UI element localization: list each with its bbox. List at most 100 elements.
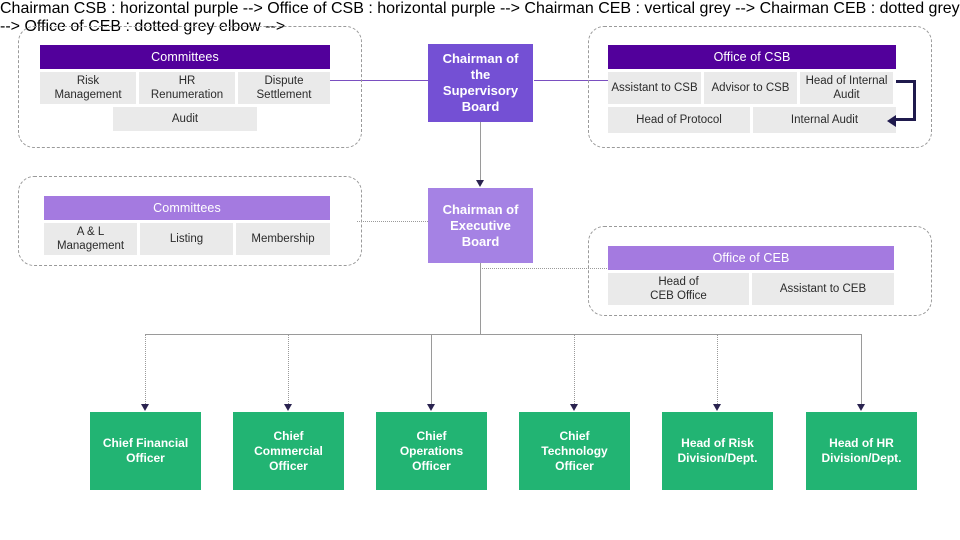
- node-line-3: Board: [461, 233, 500, 249]
- cell-membership[interactable]: Membership: [236, 223, 330, 255]
- node-line-1: Chief: [559, 428, 590, 443]
- cell-line-2: Audit: [833, 89, 860, 101]
- node-line-2: Division/Dept.: [821, 451, 902, 465]
- node-line-3: Supervisory: [442, 83, 519, 98]
- arrow-drop-5: [712, 404, 721, 411]
- supervisory-committees-header: Committees: [40, 45, 330, 69]
- cell-line-1: Head of Internal: [805, 75, 888, 87]
- table-executive-committees: Committees A & L Management Listing Memb…: [44, 196, 330, 255]
- connector-committees-to-chairman-csb: [330, 80, 428, 81]
- connector-drop-6: [861, 334, 862, 406]
- arrow-drop-3: [426, 404, 435, 411]
- executive-committees-row-1: A & L Management Listing Membership: [44, 223, 330, 255]
- node-line-3: Officer: [412, 458, 451, 473]
- executive-committees-header: Committees: [44, 196, 330, 220]
- connector-chairman-ceb-to-office-ceb: [480, 268, 615, 269]
- group-office-of-ceb: [588, 226, 932, 316]
- table-office-of-ceb: Office of CEB Head of CEB Office Assista…: [608, 246, 894, 305]
- supervisory-committees-row-2: Audit: [40, 107, 330, 131]
- cell-line-1: Risk: [76, 75, 100, 87]
- cell-head-of-protocol[interactable]: Head of Protocol: [608, 107, 750, 133]
- table-supervisory-committees: Committees Risk Management HR Renumerati…: [40, 45, 330, 131]
- node-line-1: Chairman of: [442, 51, 519, 66]
- node-chief-technology-officer[interactable]: Chief Technology Officer: [519, 412, 630, 490]
- node-chief-financial-officer[interactable]: Chief Financial Officer: [90, 412, 201, 490]
- cell-line-2: Settlement: [256, 89, 312, 101]
- arrow-internal-audit-hook: [887, 115, 896, 127]
- table-office-of-csb: Office of CSB Assistant to CSB Advisor t…: [608, 45, 896, 133]
- node-line-1: Chief: [416, 428, 447, 443]
- office-of-csb-header: Office of CSB: [608, 45, 896, 69]
- group-office-of-csb: [588, 26, 932, 148]
- cell-line-1: HR: [178, 75, 196, 87]
- office-of-ceb-row-1: Head of CEB Office Assistant to CEB: [608, 273, 894, 305]
- node-line-4: Board: [461, 99, 500, 114]
- cell-advisor-to-csb[interactable]: Advisor to CSB: [704, 72, 797, 104]
- cell-risk-management[interactable]: Risk Management: [40, 72, 136, 104]
- cell-line-2: Management: [54, 89, 122, 101]
- connector-drop-4: [574, 334, 575, 406]
- node-line-2: Executive: [450, 217, 511, 233]
- supervisory-committees-row-1: Risk Management HR Renumeration Dispute …: [40, 72, 330, 104]
- connector-leader-bus: [145, 334, 862, 335]
- node-chairman-of-executive-board[interactable]: Chairman of Executive Board: [428, 188, 533, 263]
- cell-line-1: Listing: [169, 233, 204, 245]
- node-head-of-hr-division[interactable]: Head of HR Division/Dept.: [806, 412, 917, 490]
- cell-line-2: CEB Office: [650, 290, 707, 302]
- arrow-drop-6: [856, 404, 865, 411]
- cell-line-2: Renumeration: [150, 89, 224, 101]
- connector-exec-committees-to-chairman-ceb: [357, 221, 428, 222]
- cell-internal-audit[interactable]: Internal Audit: [753, 107, 896, 133]
- cell-line-1: Audit: [171, 113, 199, 125]
- node-line-1: Chief Financial: [102, 436, 189, 450]
- connector-drop-5: [717, 334, 718, 406]
- node-line-3: Officer: [555, 458, 594, 473]
- node-line-2: Commercial: [254, 443, 323, 458]
- cell-head-of-ceb-office[interactable]: Head of CEB Office: [608, 273, 749, 305]
- cell-line-1: Internal Audit: [790, 114, 859, 126]
- connector-ceb-trunk: [480, 262, 481, 334]
- office-of-csb-row-1: Assistant to CSB Advisor to CSB Head of …: [608, 72, 896, 104]
- arrow-drop-1: [140, 404, 149, 411]
- group-supervisory-committees: [18, 26, 362, 148]
- cell-hr-renumeration[interactable]: HR Renumeration: [139, 72, 235, 104]
- connector-chairman-csb-to-office-csb: [534, 80, 612, 81]
- group-executive-committees: [18, 176, 362, 266]
- arrow-drop-2: [283, 404, 292, 411]
- node-line-2: the: [470, 67, 491, 82]
- node-line-2: Operations: [399, 443, 464, 458]
- node-line-3: Officer: [269, 458, 308, 473]
- node-chairman-of-supervisory-board[interactable]: Chairman of the Supervisory Board: [428, 44, 533, 122]
- node-line-2: Officer: [126, 451, 165, 465]
- office-of-ceb-header: Office of CEB: [608, 246, 894, 270]
- cell-assistant-to-ceb[interactable]: Assistant to CEB: [752, 273, 894, 305]
- cell-line-1: Assistant to CEB: [779, 283, 867, 295]
- cell-assistant-to-csb[interactable]: Assistant to CSB: [608, 72, 701, 104]
- node-chief-commercial-officer[interactable]: Chief Commercial Officer: [233, 412, 344, 490]
- cell-line-1: Assistant to CSB: [611, 82, 698, 94]
- cell-line-1: A & L: [76, 226, 105, 238]
- cell-line-1: Head of: [658, 276, 699, 288]
- cell-al-management[interactable]: A & L Management: [44, 223, 137, 255]
- node-line-2: Division/Dept.: [677, 451, 758, 465]
- node-chief-operations-officer[interactable]: Chief Operations Officer: [376, 412, 487, 490]
- connector-internal-audit-hook: [896, 80, 916, 121]
- node-head-of-risk-division[interactable]: Head of Risk Division/Dept.: [662, 412, 773, 490]
- cell-line-1: Dispute: [264, 75, 304, 87]
- node-line-1: Chairman of: [442, 201, 519, 217]
- connector-drop-3: [431, 334, 432, 406]
- arrow-drop-4: [569, 404, 578, 411]
- cell-audit[interactable]: Audit: [113, 107, 257, 131]
- office-of-csb-row-2: Head of Protocol Internal Audit: [608, 107, 896, 133]
- arrow-csb-to-ceb: [475, 180, 484, 187]
- cell-dispute-settlement[interactable]: Dispute Settlement: [238, 72, 330, 104]
- cell-line-1: Membership: [251, 233, 315, 245]
- cell-line-1: Head of Protocol: [636, 114, 722, 126]
- cell-line-2: Management: [56, 240, 125, 252]
- node-line-1: Head of Risk: [681, 436, 754, 450]
- cell-listing[interactable]: Listing: [140, 223, 233, 255]
- node-line-1: Chief: [273, 428, 304, 443]
- cell-head-of-internal-audit[interactable]: Head of Internal Audit: [800, 72, 893, 104]
- connector-drop-2: [288, 334, 289, 406]
